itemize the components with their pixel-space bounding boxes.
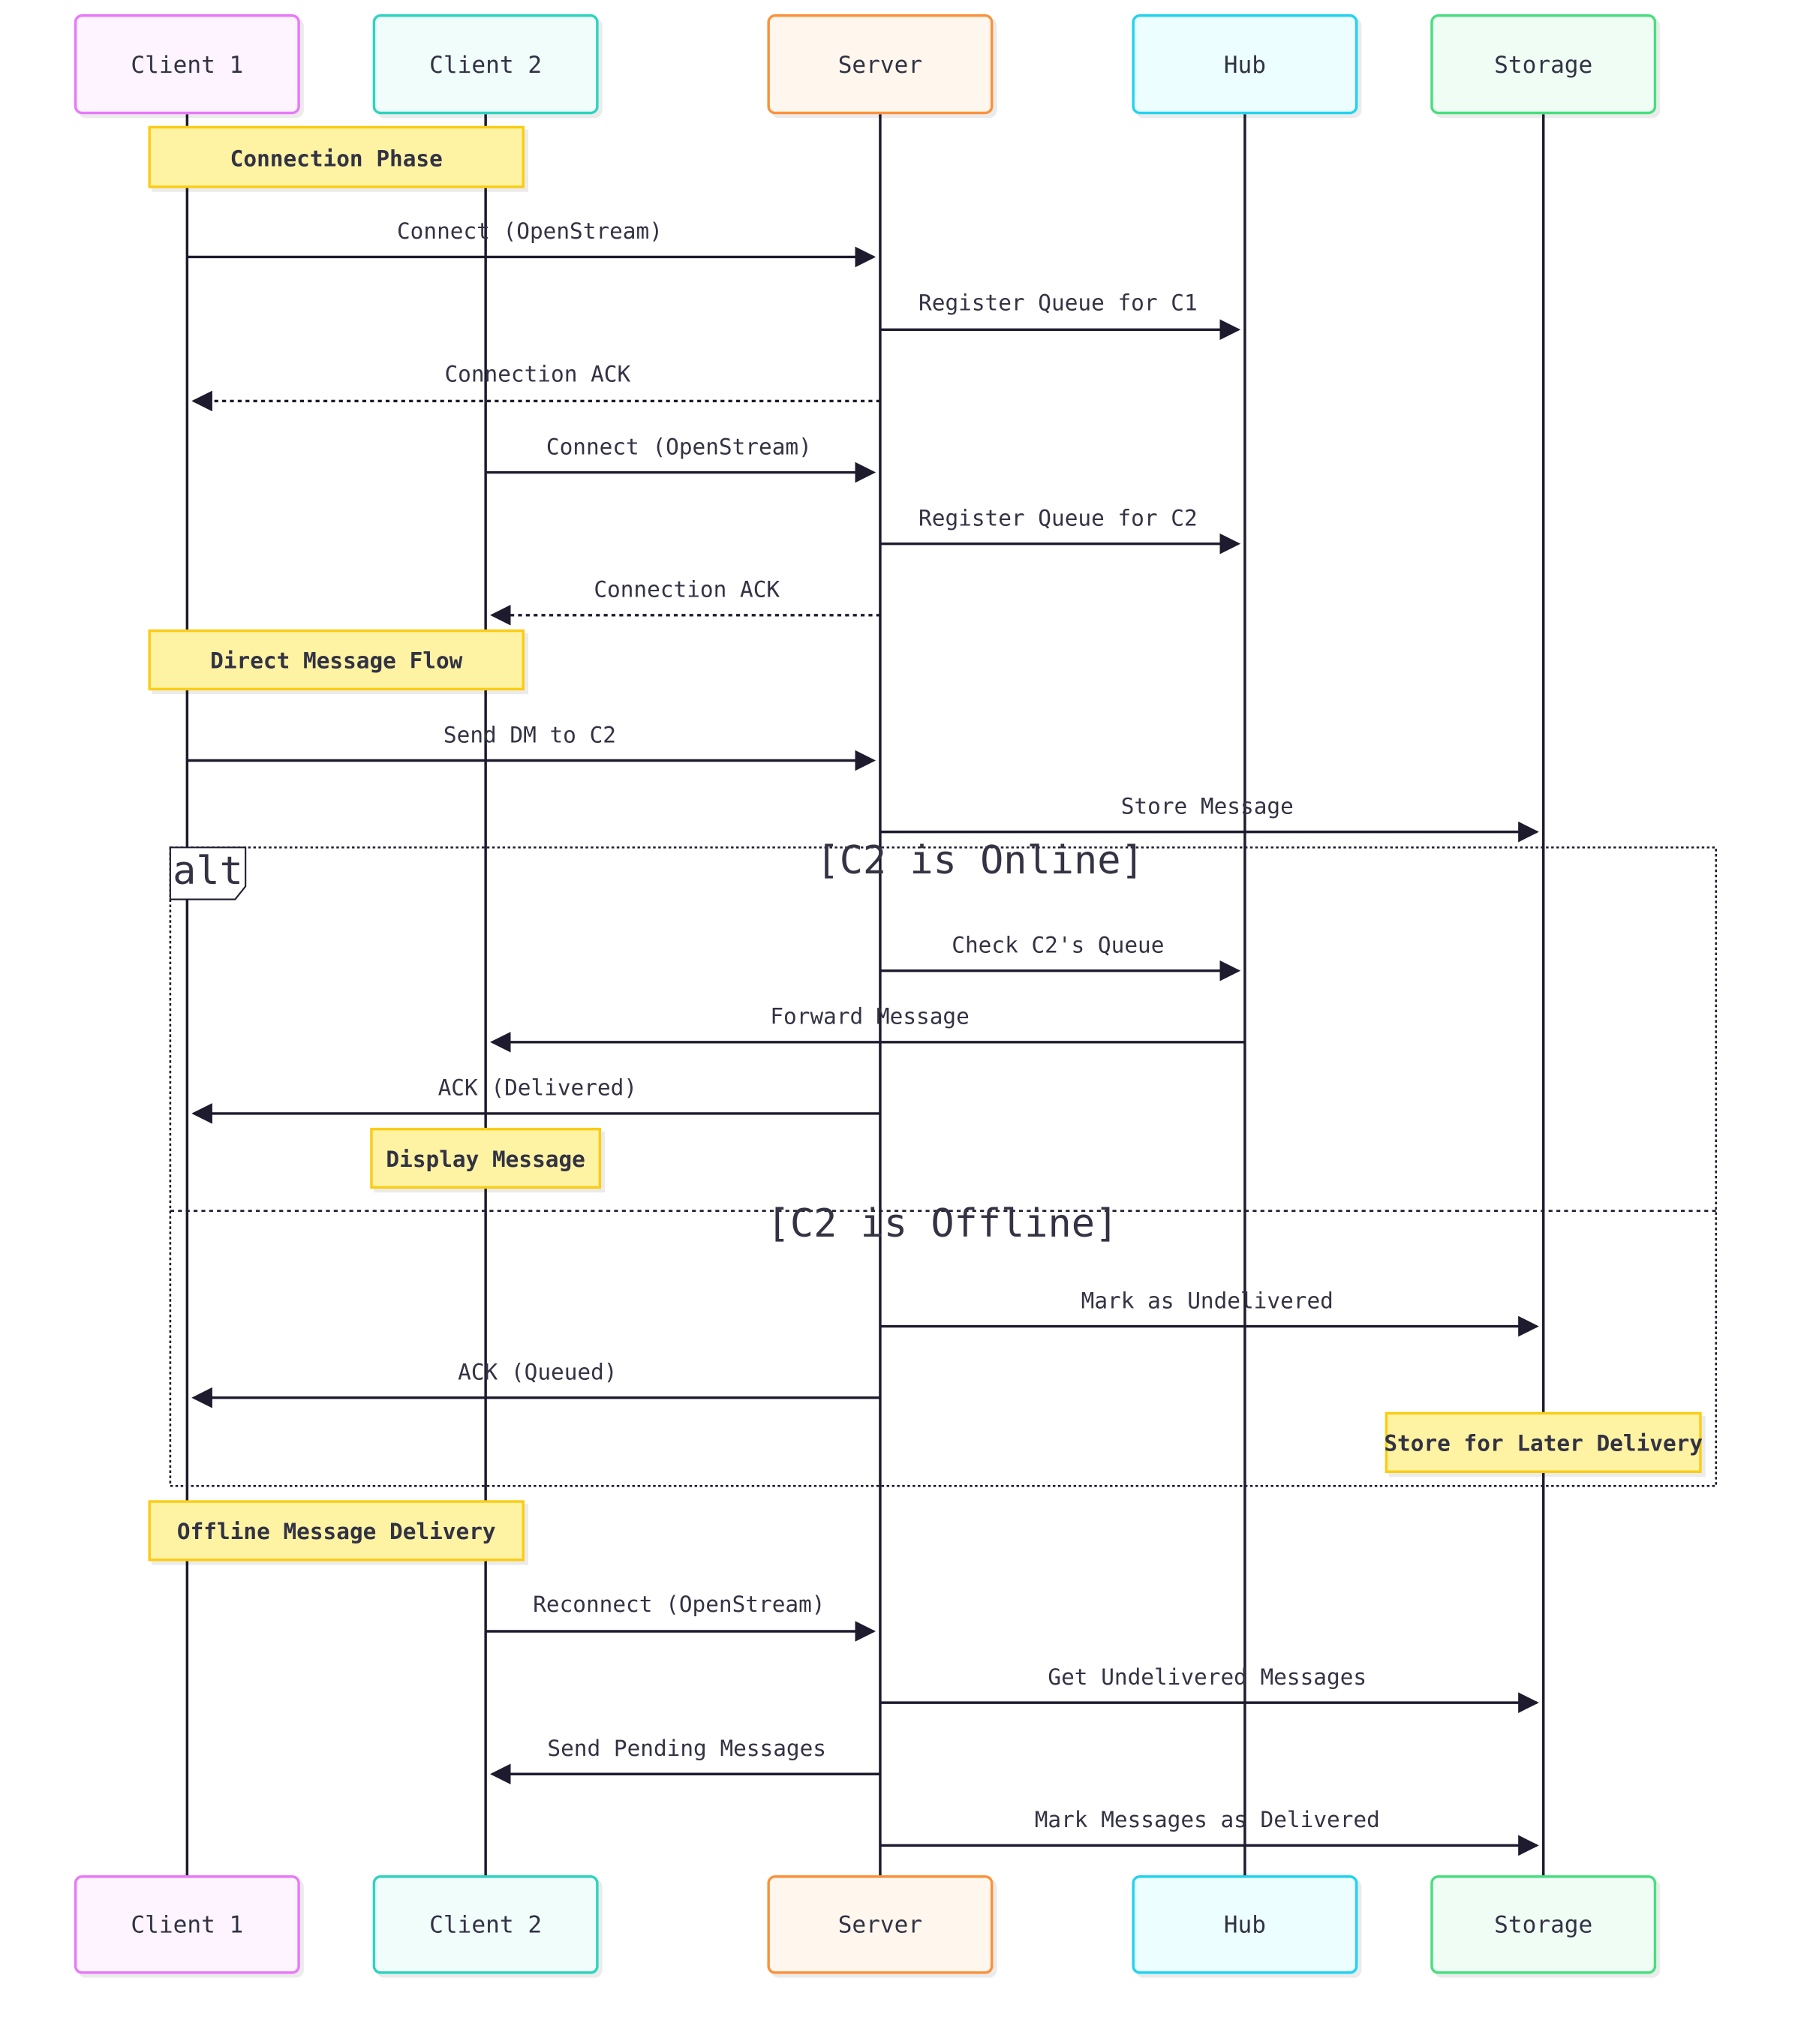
message-connection-ack-c2: Connection ACK [490,577,880,626]
note-direct-message-flow: Direct Message Flow [148,629,525,691]
alt-frame [169,846,1718,1487]
message-connect-c1: Connect (OpenStream) [187,218,876,268]
actor-label: Server [838,52,922,79]
actor-client-2-top: Client 2 [372,14,599,115]
message-connect-c2: Connect (OpenStream) [486,434,876,483]
message-label: Connection ACK [444,361,630,386]
actor-box [1132,1875,1358,1974]
actor-server-top: Server [767,14,994,115]
message-send-pending: Send Pending Messages [490,1736,880,1785]
actor-client-1-bottom: Client 1 [74,1875,300,1974]
note-label: Store for Later Delivery [1384,1431,1703,1456]
alt-block: alt [C2 is Online] [C2 is Offline] [169,838,1718,1487]
message-forward-message: Forward Message [490,1004,1245,1053]
note-label: Direct Message Flow [210,648,463,674]
message-ack-delivered: ACK (Delivered) [191,1075,880,1124]
message-get-undelivered: Get Undelivered Messages [879,1664,1539,1713]
note-display-message: Display Message [370,1127,602,1189]
message-label: Get Undelivered Messages [1048,1664,1367,1690]
note-store-later-delivery: Store for Later Delivery [1384,1411,1703,1474]
message-label: Mark Messages as Delivered [1035,1807,1380,1832]
message-label: ACK (Delivered) [438,1075,637,1101]
message-label: Connect (OpenStream) [397,218,663,244]
actor-label: Storage [1494,52,1592,79]
note-box [148,125,525,188]
message-label: Register Queue for C2 [919,505,1198,531]
message-register-queue-c1: Register Queue for C1 [879,290,1241,341]
actor-hub-bottom: Hub [1132,1875,1358,1974]
actor-box [1430,1875,1657,1974]
alt-tab [169,846,247,900]
message-send-dm: Send DM to C2 [187,722,876,771]
actor-label: Server [838,1911,922,1938]
lifelines [185,114,1545,1878]
actor-label: Hub [1224,52,1266,79]
note-label: Offline Message Delivery [177,1519,496,1544]
message-label: ACK (Queued) [458,1359,617,1384]
actor-box [767,1875,994,1974]
message-label: Check C2's Queue [952,932,1164,957]
message-label: Send DM to C2 [443,722,616,747]
message-label: Reconnect (OpenStream) [533,1592,825,1617]
actor-server-bottom: Server [767,1875,994,1974]
actor-label: Hub [1224,1911,1266,1938]
alt-keyword: alt [173,849,243,894]
actor-label: Client 2 [429,1911,542,1938]
actor-hub-top: Hub [1132,14,1358,115]
note-box [148,1500,525,1562]
note-connection-phase: Connection Phase [148,125,525,188]
actor-storage-top: Storage [1430,14,1657,115]
actor-client-1-top: Client 1 [74,14,300,115]
note-label: Connection Phase [230,146,443,171]
message-label: Register Queue for C1 [919,290,1198,315]
actor-label: Client 2 [429,52,542,79]
message-label: Store Message [1121,793,1294,819]
actor-box [767,14,994,115]
note-box [148,629,525,691]
messages: Connect (OpenStream) Register Queue for … [187,218,1539,1856]
notes: Connection Phase Direct Message Flow Dis… [148,125,1703,1562]
actor-storage-bottom: Storage [1430,1875,1657,1974]
actor-label: Storage [1494,1911,1592,1938]
note-offline-message-delivery: Offline Message Delivery [148,1500,525,1562]
message-mark-undelivered: Mark as Undelivered [879,1288,1539,1337]
alt-condition-online: [C2 is Online] [816,838,1144,883]
message-ack-queued: ACK (Queued) [191,1359,880,1408]
note-box [1385,1411,1702,1474]
message-check-queue: Check C2's Queue [879,932,1241,981]
actors-bottom: Client 1 Client 2 Server Hub Storage [74,1875,1657,1974]
actor-box [1430,14,1657,115]
actors-top: Client 1 Client 2 Server Hub Storage [74,14,1657,115]
message-connection-ack-c1: Connection ACK [191,361,880,412]
actor-client-2-bottom: Client 2 [372,1875,599,1974]
message-label: Mark as Undelivered [1081,1288,1333,1313]
note-label: Display Message [386,1147,585,1172]
message-mark-delivered: Mark Messages as Delivered [879,1807,1539,1856]
actor-box [74,14,300,115]
note-box [370,1127,602,1189]
actor-box [1132,14,1358,115]
actor-label: Client 1 [131,52,243,79]
alt-condition-offline: [C2 is Offline] [767,1201,1118,1246]
actor-box [372,14,599,115]
actor-box [74,1875,300,1974]
message-store-message: Store Message [879,793,1539,843]
message-label: Send Pending Messages [547,1736,826,1761]
message-reconnect: Reconnect (OpenStream) [486,1592,876,1642]
actor-label: Client 1 [131,1911,243,1938]
message-label: Connect (OpenStream) [546,434,812,459]
message-register-queue-c2: Register Queue for C2 [879,505,1241,555]
message-label: Connection ACK [594,577,780,603]
message-label: Forward Message [770,1004,969,1030]
actor-box [372,1875,599,1974]
